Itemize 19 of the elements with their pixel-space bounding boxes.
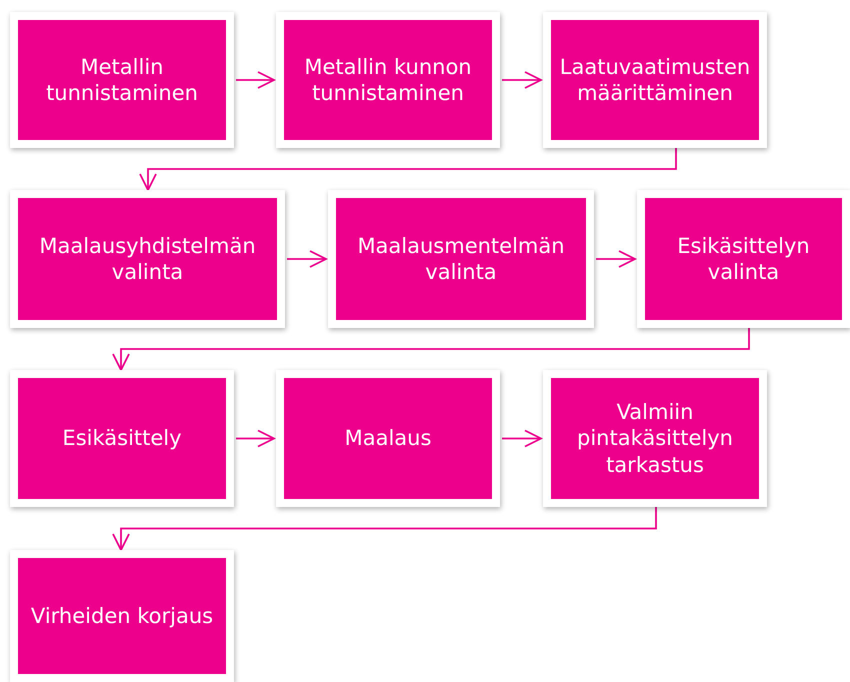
step-label: Esikäsittely [61,425,183,452]
step-label: Metallin kunnon tunnistaminen [303,54,473,106]
step-label: Metallin tunnistaminen [45,54,199,106]
step-label: Virheiden korjaus [30,602,214,630]
arrow [502,71,542,89]
arrow [236,430,275,448]
arrow [287,250,327,268]
step-label: Maalausmentelmän valinta [356,232,566,286]
step-label: Maalaus [344,425,432,452]
arrow [112,328,750,371]
step-label: Esikäsittelyn valinta [676,232,811,286]
arrow [502,430,542,448]
arrow [596,250,636,268]
arrow [139,148,677,191]
step-label: Maalausyhdistelmän valinta [38,232,257,286]
step-label: Valmiin pintakäsittelyn tarkastus [576,399,734,478]
arrow [236,71,275,89]
step-label: Laatuvaatimusten määrittäminen [558,54,752,106]
arrow [112,507,657,551]
